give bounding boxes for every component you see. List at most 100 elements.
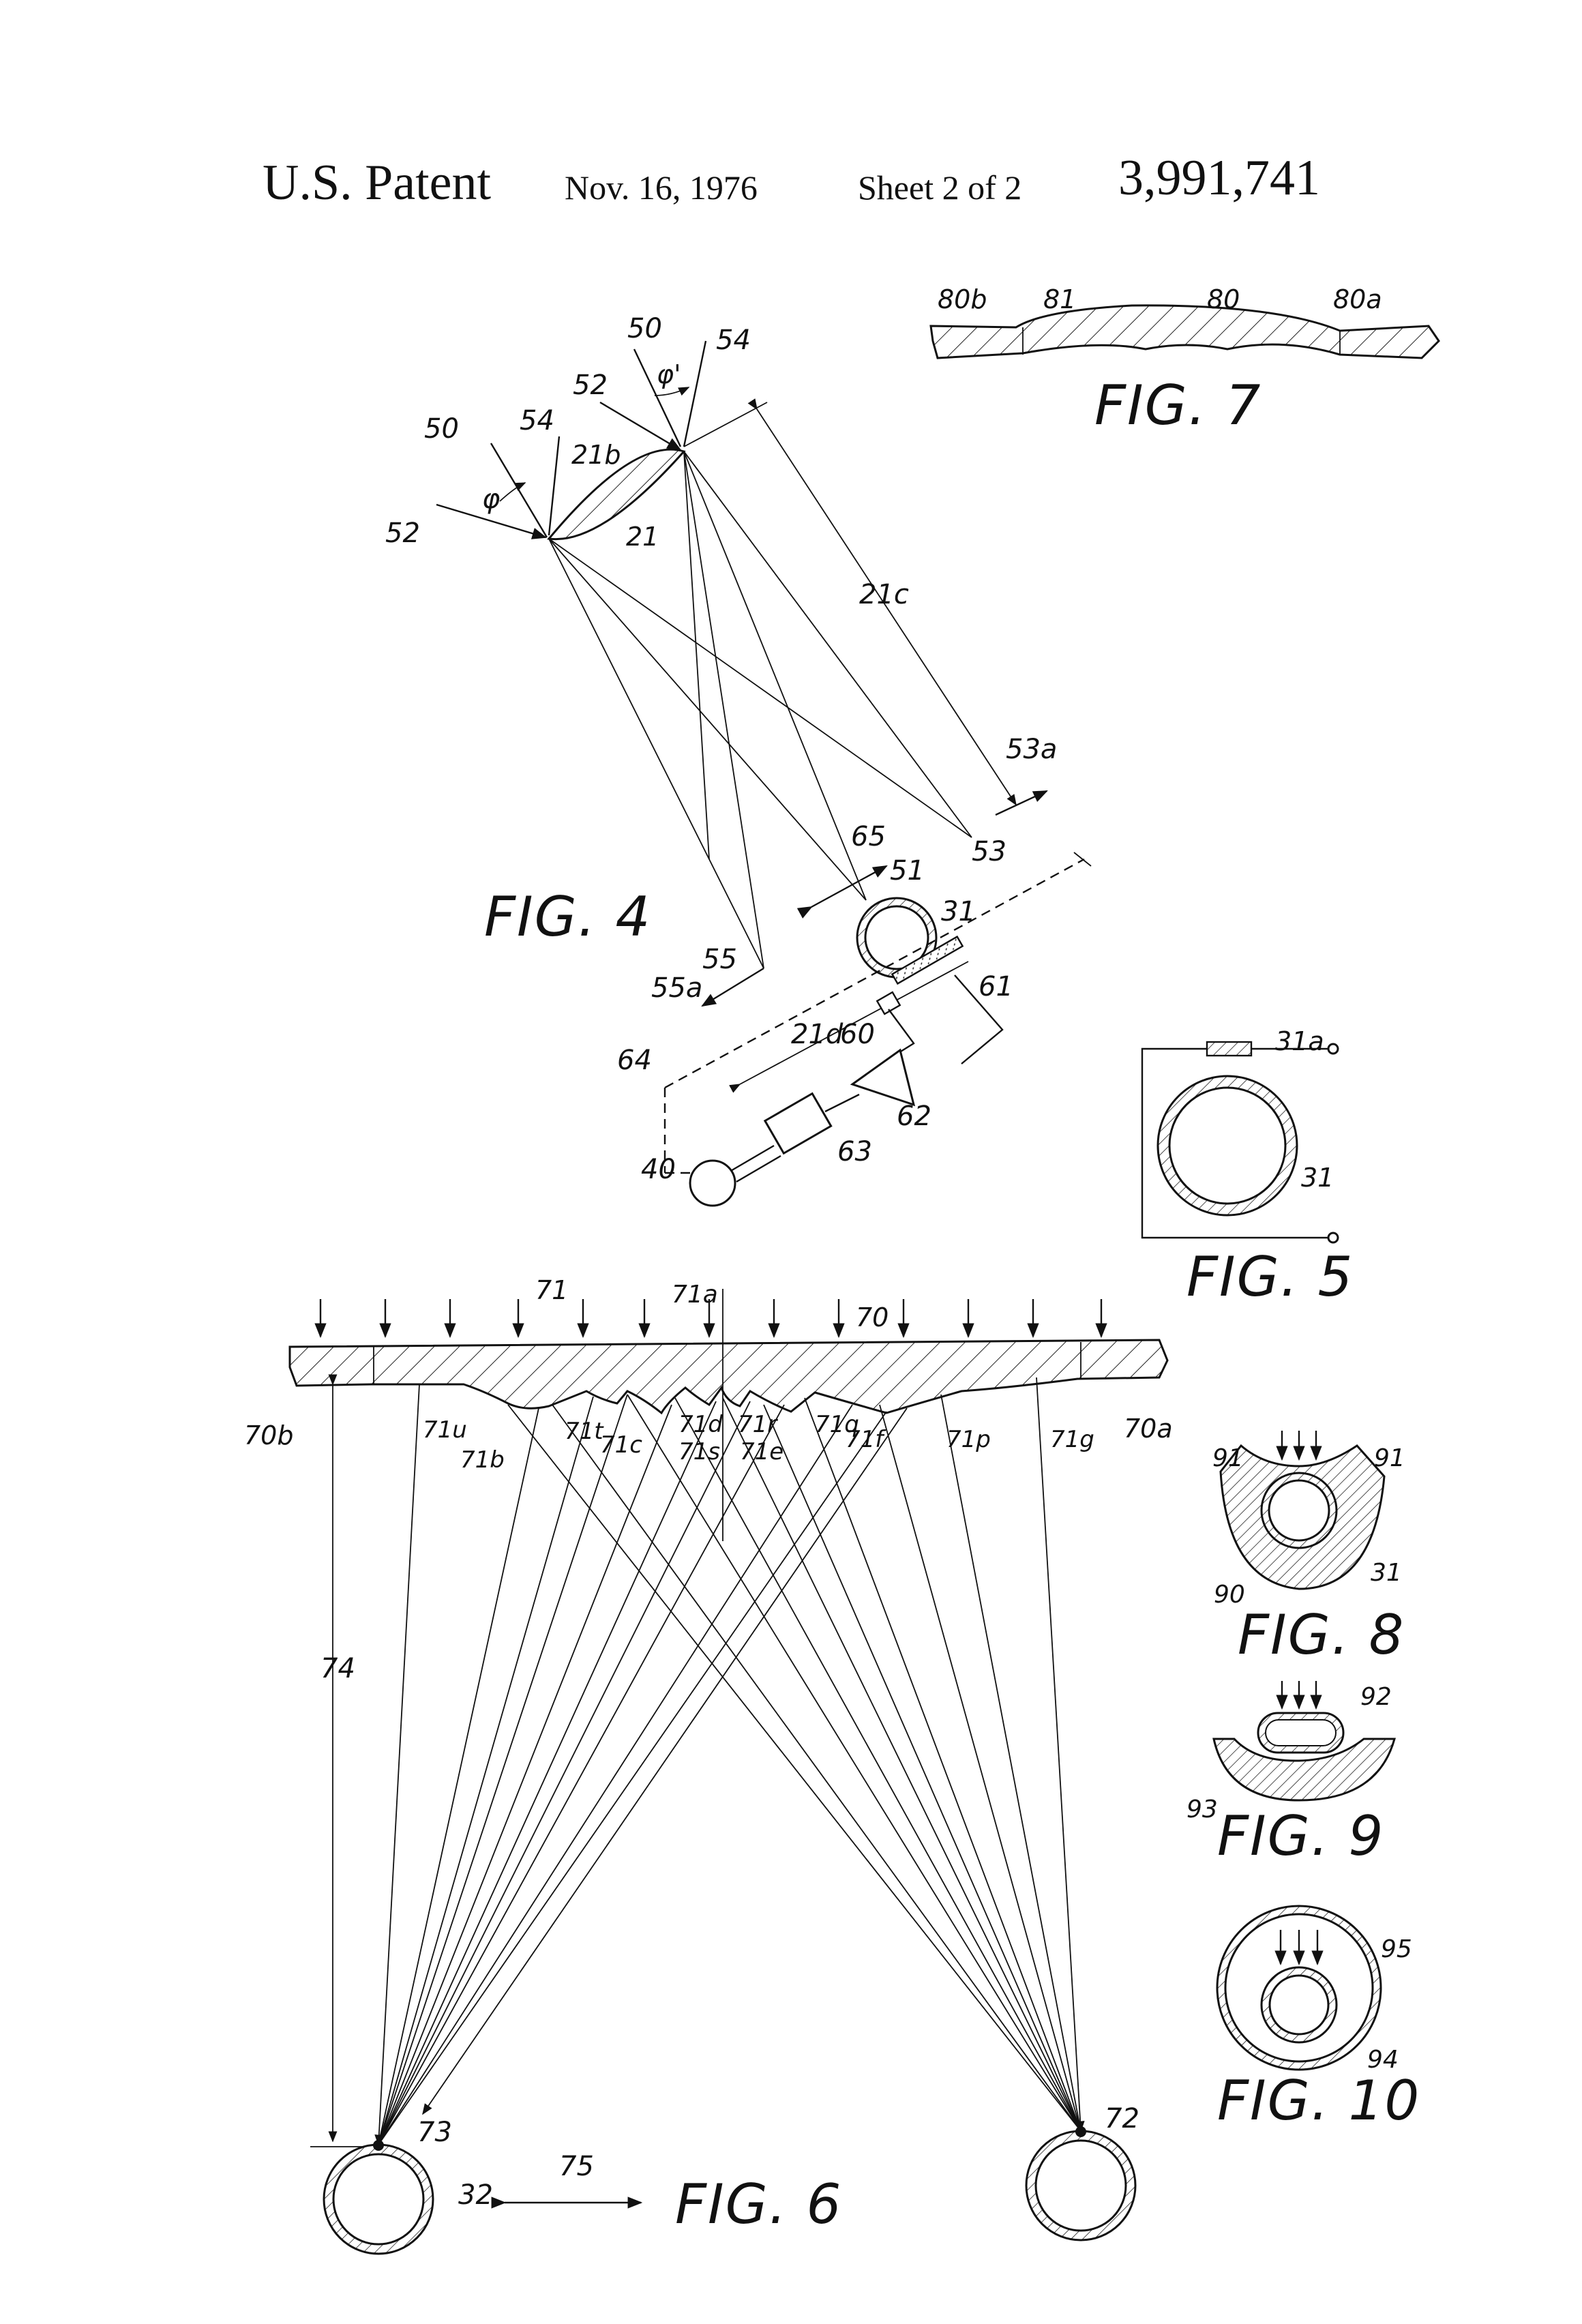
- label-21: 21: [626, 522, 659, 552]
- fresnel-lens-70: [290, 1340, 1167, 1413]
- caption-fig8: FIG. 8: [1238, 1603, 1405, 1667]
- header-date: Nov. 16, 1976: [565, 168, 758, 207]
- label-50a: 50: [424, 413, 459, 445]
- label-21b: 21b: [571, 440, 621, 470]
- arrow-53a: [996, 791, 1047, 815]
- fig5-tube-31-bore: [1169, 1088, 1285, 1204]
- label-54a: 54: [520, 405, 554, 436]
- rays-to-focus-72: [508, 1377, 1081, 2131]
- angle-phi-arc: [500, 483, 525, 501]
- label-71: 71: [535, 1275, 568, 1305]
- figure-5: 31a 31 FIG. 5: [1142, 1026, 1354, 1309]
- caption-fig10: FIG. 10: [1217, 2069, 1420, 2132]
- header-sheet: Sheet 2 of 2: [858, 168, 1021, 207]
- label-64: 64: [617, 1045, 652, 1076]
- label-55a: 55a: [651, 972, 702, 1004]
- label-72: 72: [1105, 2103, 1139, 2134]
- driver-box-63: [765, 1094, 831, 1154]
- wire-63-40-b: [736, 1156, 781, 1182]
- label-50b: 50: [627, 313, 662, 344]
- figure-8: 91 91 90 31 FIG. 8: [1212, 1431, 1405, 1667]
- label-60: 60: [840, 1019, 875, 1050]
- focus-point-72: [1075, 2126, 1086, 2137]
- caption-fig9: FIG. 9: [1217, 1804, 1384, 1868]
- patent-header: U.S. Patent Nov. 16, 1976 Sheet 2 of 2 3…: [263, 150, 1320, 211]
- label-71u: 71u: [423, 1416, 467, 1444]
- label-71g: 71g: [1050, 1426, 1094, 1453]
- label-80b: 80b: [938, 284, 987, 314]
- label-31: 31: [941, 896, 976, 927]
- fig5-terminal-top: [1328, 1044, 1338, 1054]
- label-71a: 71a: [672, 1281, 718, 1309]
- label-54b: 54: [716, 325, 751, 356]
- figure-6: 71 71a 70 70b 70a 71u 71b 71t 71c 71d 71…: [244, 1275, 1173, 2254]
- label-93: 93: [1186, 1796, 1218, 1823]
- label-21c: 21c: [859, 579, 909, 610]
- caption-fig7: FIG. 7: [1094, 374, 1262, 437]
- dim-21d-tick: [1074, 852, 1091, 866]
- label-31a: 31a: [1275, 1026, 1324, 1056]
- label-95: 95: [1381, 1935, 1412, 1963]
- label-70: 70: [856, 1302, 889, 1332]
- label-53a: 53a: [1006, 734, 1057, 765]
- label-70a: 70a: [1124, 1414, 1173, 1444]
- arrow-65: [811, 866, 886, 907]
- label-74: 74: [320, 1653, 355, 1684]
- label-71f: 71f: [846, 1426, 886, 1453]
- label-91a: 91: [1212, 1444, 1244, 1472]
- label-63: 63: [837, 1136, 872, 1167]
- label-71t: 71t: [565, 1418, 604, 1445]
- label-phi-prime: φ': [657, 359, 681, 389]
- label-phi: φ: [482, 483, 500, 515]
- ray-54-right: [684, 341, 706, 447]
- fig5-terminal-bottom: [1328, 1233, 1338, 1242]
- label-75: 75: [559, 2151, 594, 2182]
- label-fig5-31: 31: [1301, 1163, 1334, 1193]
- fig6-tube-32-bore: [333, 2154, 423, 2244]
- fig5-electrode-31a: [1207, 1042, 1251, 1056]
- wire-63-40-a: [730, 1146, 774, 1172]
- label-51: 51: [890, 855, 925, 887]
- label-71e: 71e: [740, 1438, 783, 1465]
- label-fig8-31: 31: [1371, 1559, 1402, 1587]
- label-80: 80: [1207, 284, 1240, 314]
- label-71r: 71r: [738, 1411, 778, 1438]
- figure-9: 92 93 FIG. 9: [1186, 1681, 1394, 1868]
- caption-fig4: FIG. 4: [484, 885, 651, 949]
- label-73: 73: [417, 2117, 452, 2148]
- figure-7: 80b 81 80 80a FIG. 7: [931, 284, 1439, 437]
- label-91b: 91: [1374, 1444, 1405, 1472]
- sensor-60: [877, 992, 900, 1014]
- fig9-tube-92-bore: [1266, 1720, 1336, 1746]
- caption-fig6: FIG. 6: [675, 2173, 842, 2236]
- label-52a: 52: [385, 518, 420, 549]
- label-40: 40: [641, 1154, 676, 1185]
- label-92: 92: [1360, 1683, 1392, 1711]
- lamp-40: [690, 1161, 735, 1206]
- fig10-inner-tube-94-bore: [1270, 1976, 1328, 2034]
- header-patent-number: 3,991,741: [1118, 150, 1320, 206]
- label-81: 81: [1043, 284, 1076, 314]
- label-61: 61: [979, 971, 1013, 1002]
- label-21d: 21d: [791, 1019, 844, 1050]
- fig6-tube-right-bore: [1036, 2141, 1126, 2231]
- label-80a: 80a: [1333, 284, 1382, 314]
- label-71b: 71b: [460, 1446, 505, 1474]
- header-title: U.S. Patent: [263, 155, 492, 211]
- fig8-tube-31-bore: [1269, 1480, 1329, 1540]
- label-70b: 70b: [244, 1420, 293, 1450]
- label-71s: 71s: [678, 1438, 720, 1465]
- ray-54-left: [549, 436, 559, 535]
- wire-62-63: [825, 1094, 859, 1112]
- label-55: 55: [702, 944, 737, 975]
- label-65: 65: [851, 821, 886, 852]
- amplifier-62: [852, 1050, 914, 1105]
- label-53: 53: [972, 836, 1006, 867]
- dim-21c-ext-top: [684, 402, 767, 447]
- label-62: 62: [897, 1101, 931, 1132]
- focus-point-73: [373, 2140, 384, 2151]
- label-32: 32: [458, 2179, 493, 2211]
- label-71p: 71p: [946, 1426, 991, 1453]
- label-52b: 52: [573, 370, 608, 401]
